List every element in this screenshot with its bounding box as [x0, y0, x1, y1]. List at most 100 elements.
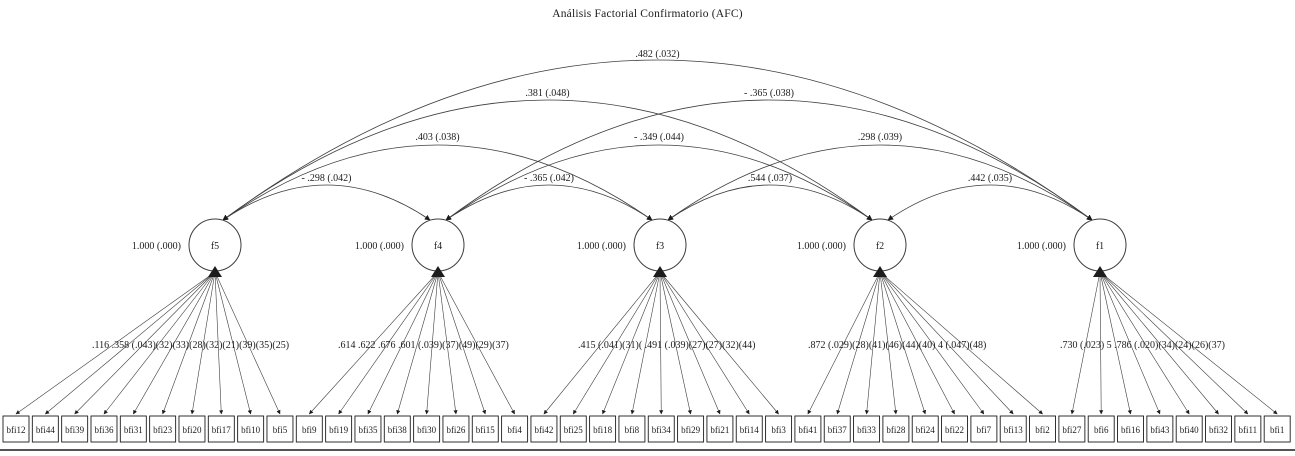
loading-arrow-f1-bfi6 [1099, 271, 1104, 415]
indicator-label-bfi43: bfi43 [1150, 425, 1169, 435]
covariance-label-f5-f1: .482 (.032) [635, 49, 679, 60]
arrowhead-cluster-f4 [431, 266, 445, 277]
loading-arrow-f1-bfi27 [1070, 271, 1101, 415]
indicator-label-bfi33: bfi33 [857, 425, 876, 435]
variance-label-f4: 1.000 (.000) [355, 241, 404, 252]
indicator-box-bfi38 [383, 415, 411, 443]
indicator-box-bfi18 [589, 415, 617, 443]
loading-arrow-f3-bfi42 [543, 271, 661, 415]
indicator-label-bfi35: bfi35 [358, 425, 377, 435]
factor-label-f3: f3 [656, 241, 664, 252]
indicator-box-bfi31 [119, 415, 147, 443]
indicator-box-bfi29 [677, 415, 705, 443]
indicator-label-bfi44: bfi44 [36, 425, 55, 435]
variance-label-f3: 1.000 (.000) [577, 241, 626, 252]
indicator-label-bfi28: bfi28 [886, 425, 905, 435]
factor-label-f1: f1 [1096, 241, 1104, 252]
indicator-label-bfi25: bfi25 [564, 425, 583, 435]
indicator-box-bfi41 [794, 415, 822, 443]
indicator-label-bfi15: bfi15 [476, 425, 495, 435]
loading-arrow-f4-bfi35 [367, 271, 439, 415]
loading-arrow-f5-bfi20 [190, 271, 216, 415]
indicator-box-bfi32 [1205, 415, 1232, 443]
loading-arrow-f1-bfi32 [1099, 271, 1219, 415]
covariance-arc-f4-f2 [445, 144, 873, 221]
indicator-box-bfi14 [735, 415, 763, 443]
indicator-label-bfi31: bfi31 [124, 425, 143, 435]
loading-arrow-f4-bfi4 [437, 271, 515, 415]
indicator-box-bfi40 [1175, 415, 1203, 443]
indicator-label-bfi6: bfi6 [1094, 425, 1109, 435]
variance-label-f5: 1.000 (.000) [132, 241, 181, 252]
indicator-label-bfi29: bfi29 [681, 425, 700, 435]
indicator-label-bfi32: bfi32 [1209, 425, 1228, 435]
indicator-box-bfi19 [325, 415, 353, 443]
loading-arrow-f2-bfi28 [879, 271, 898, 415]
arrowhead-cluster-f2 [873, 266, 887, 277]
covariance-label-f4-f3: - .365 (.042) [524, 173, 574, 184]
loading-arrow-f3-bfi21 [659, 271, 721, 415]
loading-arrow-f1-bfi16 [1099, 271, 1132, 415]
loading-arrow-f3-bfi8 [630, 271, 661, 415]
indicator-box-bfi37 [823, 415, 851, 443]
indicator-label-bfi8: bfi8 [625, 425, 640, 435]
indicator-label-bfi22: bfi22 [945, 425, 964, 435]
loading-arrow-f5-bfi39 [74, 271, 216, 415]
indicator-label-bfi39: bfi39 [65, 425, 84, 435]
indicator-label-bfi4: bfi4 [507, 425, 522, 435]
indicator-box-bfi11 [1234, 415, 1262, 443]
covariance-label-f3-f1: .298 (.039) [858, 132, 902, 143]
loading-arrow-f2-bfi13 [879, 271, 1014, 415]
arrowhead-cluster-f1 [1093, 266, 1107, 277]
loading-arrow-f4-bfi9 [309, 271, 439, 415]
loading-arrow-f1-bfi40 [1099, 271, 1190, 415]
covariance-label-f3-f2: .544 (.037) [748, 173, 792, 184]
indicator-label-bfi37: bfi37 [828, 425, 847, 435]
indicator-box-bfi16 [1117, 415, 1144, 443]
loading-arrow-f4-bfi19 [338, 271, 439, 415]
indicator-box-bfi4 [501, 415, 529, 443]
indicator-label-bfi41: bfi41 [798, 425, 817, 435]
loading-arrow-f2-bfi7 [879, 271, 985, 415]
indicator-label-bfi9: bfi9 [302, 425, 317, 435]
arrowhead-cluster-f3 [653, 266, 667, 277]
arrowhead-cluster-f5 [208, 266, 222, 277]
loading-arrow-f4-bfi15 [437, 271, 487, 415]
indicator-box-bfi44 [31, 415, 59, 443]
indicator-box-bfi6 [1087, 415, 1115, 443]
indicator-label-bfi14: bfi14 [740, 425, 759, 435]
indicator-label-bfi21: bfi21 [710, 425, 729, 435]
indicator-box-bfi21 [706, 415, 734, 443]
factor-label-f4: f4 [434, 241, 442, 252]
indicator-box-bfi20 [178, 415, 206, 443]
loading-arrow-f5-bfi12 [15, 271, 216, 415]
indicator-label-bfi18: bfi18 [593, 425, 612, 435]
covariance-label-f5-f2: .381 (.048) [525, 88, 569, 99]
indicator-label-bfi11: bfi11 [1239, 425, 1258, 435]
covariance-label-f4-f2: - .349 (.044) [634, 132, 684, 143]
indicator-label-bfi27: bfi27 [1062, 425, 1081, 435]
loading-arrow-f2-bfi37 [836, 271, 881, 415]
loading-arrow-f1-bfi43 [1099, 271, 1161, 415]
indicator-box-bfi2 [1029, 415, 1057, 443]
loading-arrow-f3-bfi29 [659, 271, 692, 415]
indicator-box-bfi3 [765, 415, 793, 443]
loading-arrow-f5-bfi31 [133, 271, 216, 415]
loading-arrow-f2-bfi33 [864, 271, 881, 415]
indicator-box-bfi25 [559, 415, 587, 443]
indicator-box-bfi28 [882, 415, 910, 443]
indicator-label-bfi42: bfi42 [534, 425, 553, 435]
indicator-label-bfi5: bfi5 [273, 425, 288, 435]
indicator-box-bfi8 [618, 415, 646, 443]
loading-arrow-f2-bfi24 [879, 271, 927, 415]
covariance-arc-f3-f1 [667, 144, 1093, 221]
loading-arrow-f3-bfi18 [602, 271, 661, 415]
indicator-box-bfi17 [207, 415, 235, 443]
loading-arrow-f3-bfi14 [659, 271, 750, 415]
factor-label-f2: f2 [876, 241, 884, 252]
indicator-label-bfi23: bfi23 [153, 425, 172, 435]
indicator-box-bfi5 [266, 415, 294, 443]
loading-arrow-f4-bfi30 [424, 271, 439, 415]
diagram-title: Análisis Factorial Confirmatorio (AFC) [552, 8, 743, 20]
indicator-box-bfi34 [647, 415, 675, 443]
